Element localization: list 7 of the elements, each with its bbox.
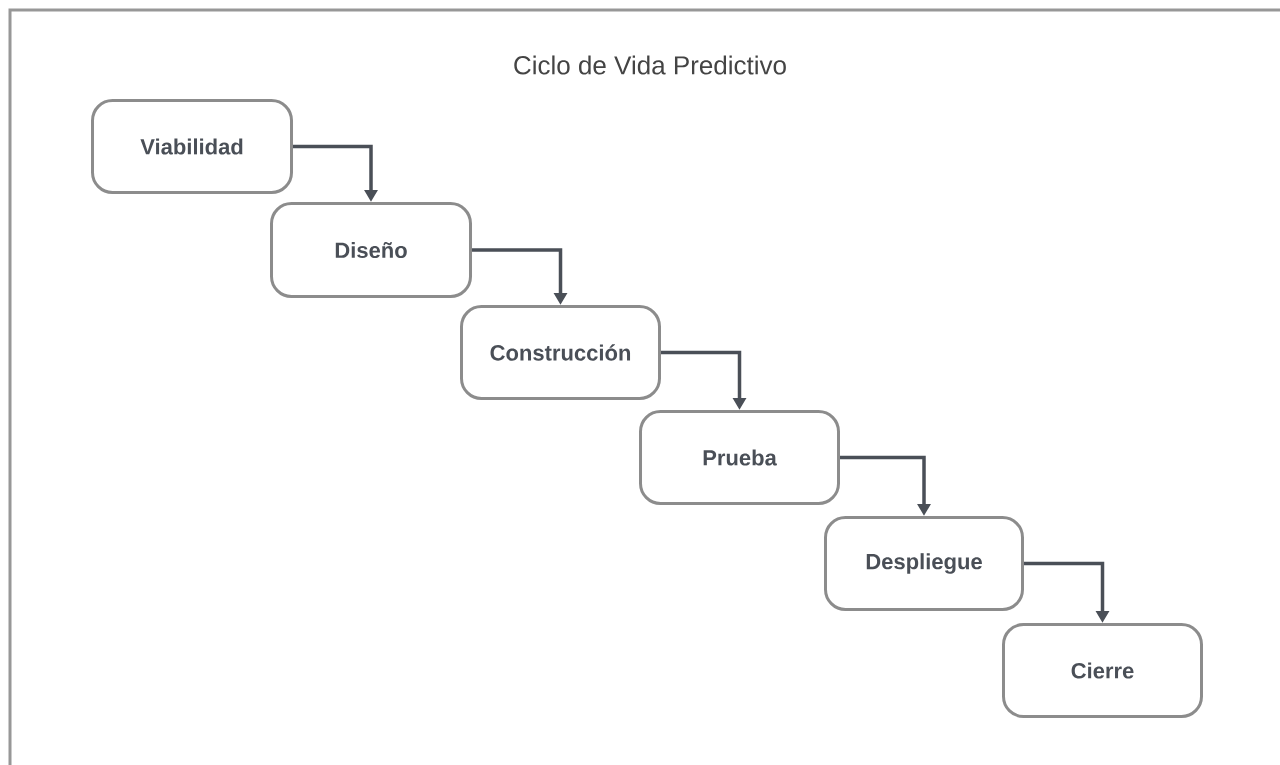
process-box: Prueba <box>639 410 840 505</box>
title: Ciclo de Vida Predictivo <box>514 55 786 75</box>
process-box: Viabilidad <box>91 99 293 194</box>
process-box: Construcción <box>460 305 661 400</box>
process-box: Diseño <box>270 202 472 298</box>
process-box: Cierre <box>1002 623 1203 718</box>
process-box: Despliegue <box>824 516 1024 611</box>
